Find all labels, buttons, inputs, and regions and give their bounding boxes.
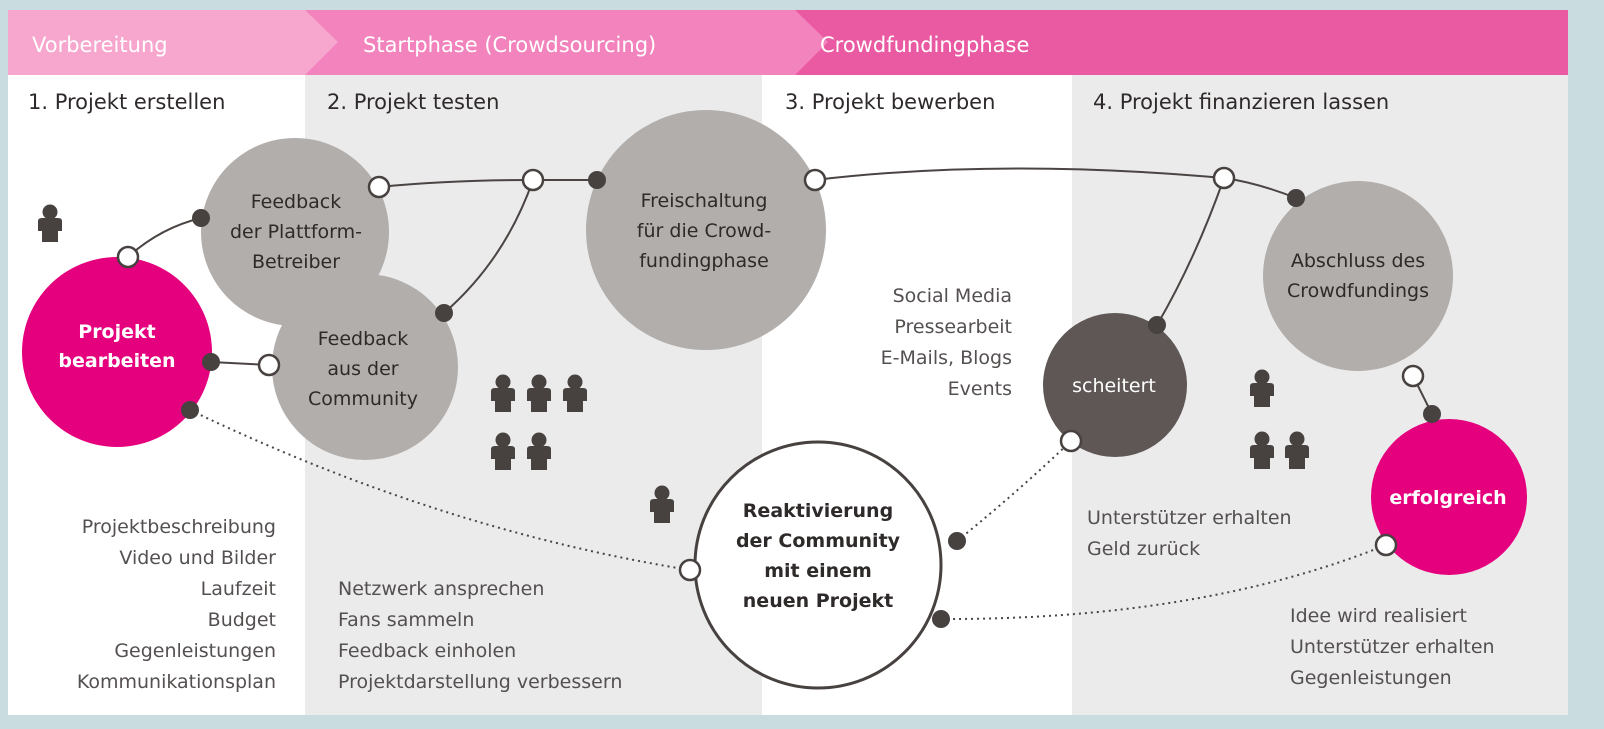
node-freischaltung [586,110,826,350]
dot-open [1212,166,1236,190]
note-step4-success: Idee wird realisiert [1290,605,1467,627]
step-title-2: 2. Projekt testen [327,90,499,114]
dot-dark [192,209,210,227]
dot-dark [948,532,966,550]
note-step1: Laufzeit [201,578,276,600]
dot-open [678,558,702,582]
connector-plattform-hub [378,179,534,188]
label-feedback-community-1: Feedback [318,328,408,350]
phase-banner-light [8,10,338,75]
dot-dark [202,353,220,371]
dot-open [367,175,391,199]
dot-dark [435,304,453,322]
step-title-3: 3. Projekt bewerben [785,90,995,114]
label-projekt-bearbeiten-1: Projekt [78,321,155,343]
connector-bearbeiten-reaktivierung [189,409,691,571]
connector-reaktivierung-erfolgreich [940,544,1387,621]
note-step3: Events [948,378,1012,400]
label-reaktivierung-1: Reaktivierung [743,500,893,522]
label-freischaltung-2: für die Crowd- [637,220,771,242]
label-feedback-plattform-1: Feedback [251,191,341,213]
label-erfolgreich: erfolgreich [1389,487,1506,509]
note-step3: Social Media [893,285,1012,307]
dot-open [521,168,545,192]
node-feedback-plattform [201,138,389,326]
dot-open [1374,533,1398,557]
step-title-4: 4. Projekt finanzieren lassen [1093,90,1389,114]
label-reaktivierung-2: der Community [736,530,901,552]
node-abschluss [1263,181,1453,371]
note-step4-success: Unterstützer erhalten [1290,636,1495,658]
note-step1: Projektbeschreibung [82,516,276,538]
phase-label-crowdfundingphase: Crowdfundingphase [820,33,1029,57]
connector-split-scheitert [1156,177,1225,326]
note-step1: Video und Bilder [119,547,276,569]
note-step4-success: Gegenleistungen [1290,667,1452,689]
note-step2: Netzwerk ansprechen [338,578,544,600]
dot-dark [181,401,199,419]
note-step1: Kommunikationsplan [77,671,276,693]
label-abschluss-1: Abschluss des [1291,250,1425,272]
dot-open [116,245,140,269]
label-feedback-plattform-3: Betreiber [252,251,340,273]
node-scheitert [1043,313,1187,457]
note-step1: Gegenleistungen [114,640,276,662]
dot-open [803,168,827,192]
dot-dark [932,610,950,628]
dot-dark [1423,405,1441,423]
label-projekt-bearbeiten-2: bearbeiten [58,350,175,372]
label-feedback-plattform-2: der Plattform- [230,221,362,243]
label-reaktivierung-4: neuen Projekt [743,590,893,612]
connector-hub-community [443,179,534,314]
step-title-1: 1. Projekt erstellen [28,90,225,114]
note-step2: Fans sammeln [338,609,474,631]
label-scheitert: scheitert [1072,375,1156,397]
dot-dark [1148,316,1166,334]
dot-open [1059,429,1083,453]
node-erfolgreich [1371,419,1527,575]
node-projekt-bearbeiten [22,257,212,447]
label-feedback-community-2: aus der [327,358,398,380]
note-step4-fail: Geld zurück [1087,538,1200,560]
note-step3: Pressearbeit [894,316,1012,338]
label-freischaltung-1: Freischaltung [641,190,768,212]
dot-dark [1287,189,1305,207]
phase-label-vorbereitung: Vorbereitung [32,33,168,57]
note-step1: Budget [208,609,276,631]
label-reaktivierung-3: mit einem [764,560,872,582]
dot-open [1401,364,1425,388]
label-feedback-community-3: Community [308,388,418,410]
note-step2: Feedback einholen [338,640,516,662]
dot-open [257,353,281,377]
connector-reaktivierung-scheitert [956,440,1072,542]
phase-label-startphase: Startphase (Crowdsourcing) [363,33,656,57]
note-step4-fail: Unterstützer erhalten [1087,507,1292,529]
label-freischaltung-3: fundingphase [639,250,769,272]
dot-dark [588,171,606,189]
note-step2: Projektdarstellung verbessern [338,671,622,693]
note-step3: E-Mails, Blogs [881,347,1012,369]
label-abschluss-2: Crowdfundings [1287,280,1429,302]
connector-freischaltung-split [814,167,1225,181]
